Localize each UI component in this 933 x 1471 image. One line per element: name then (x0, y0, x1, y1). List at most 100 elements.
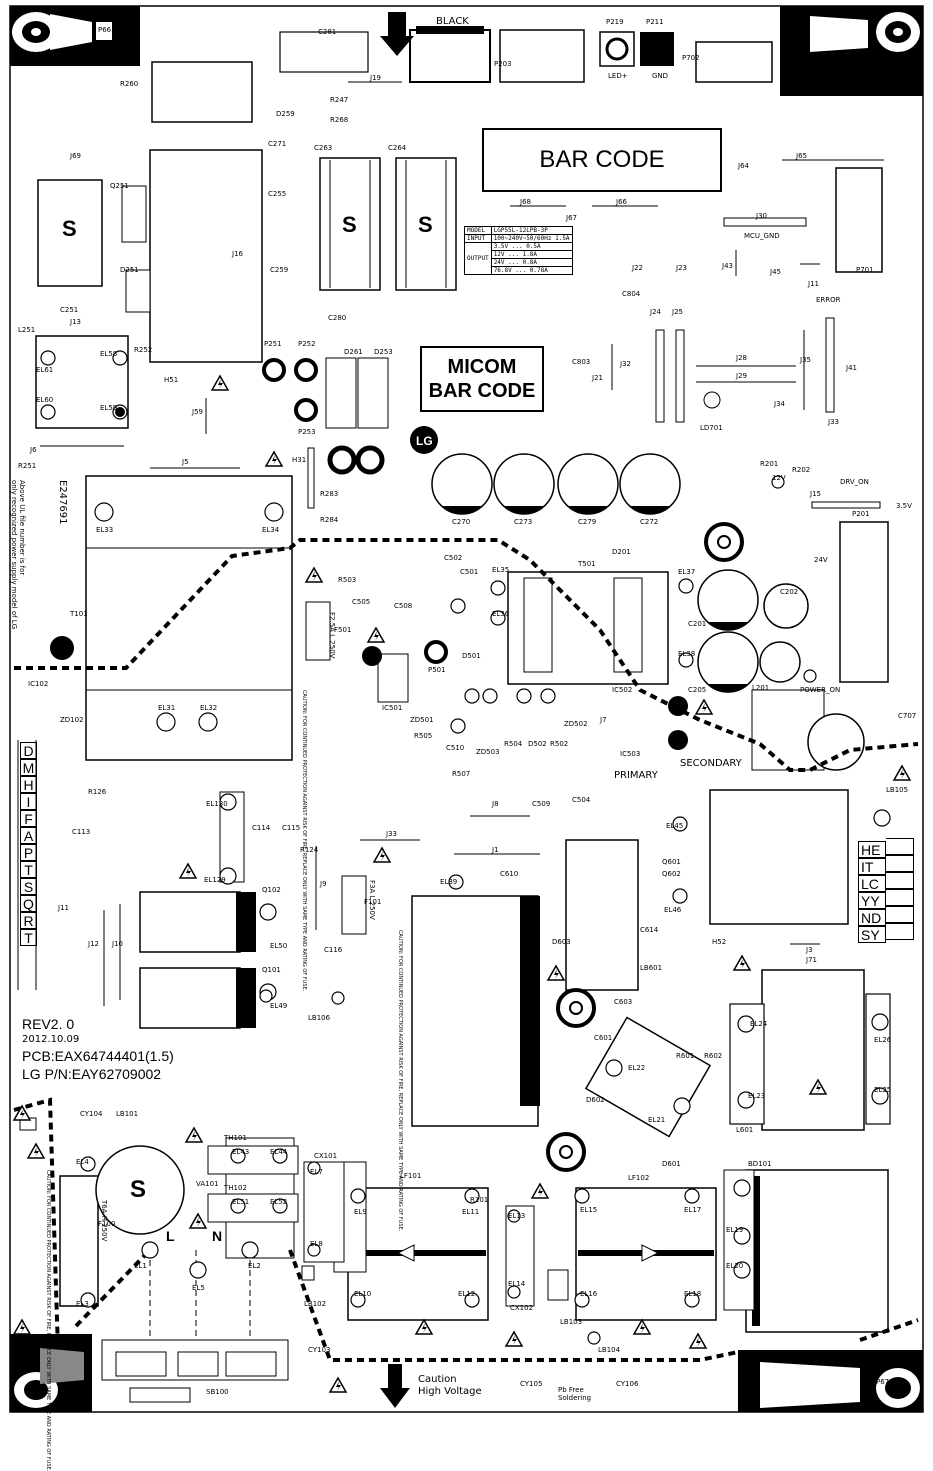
v35-label: 3.5V (896, 502, 912, 510)
refdes-label: EL11 (462, 1208, 480, 1216)
refdes-label: D602 (586, 1096, 605, 1104)
refdes-label: F501 (334, 626, 352, 634)
refdes-label: EL35 (492, 566, 510, 574)
refdes-label: R101 (470, 1196, 489, 1204)
refdes-label: J45 (770, 268, 781, 276)
refdes-label: TH102 (224, 1184, 247, 1192)
refdes-label: EL17 (684, 1206, 702, 1214)
refdes-label: P203 (494, 60, 512, 68)
country-code: LC (858, 875, 886, 892)
refdes-label: R247 (330, 96, 349, 104)
refdes-label: J11 (808, 280, 819, 288)
refdes-label: CX102 (510, 1304, 534, 1312)
refdes-label: EL1 (134, 1262, 147, 1270)
micom-barcode-label: BAR CODE (428, 380, 536, 402)
refdes-label: R505 (414, 732, 433, 740)
refdes-label: EL43 (232, 1148, 250, 1156)
refdes-label: D501 (462, 652, 481, 660)
refdes-label: EL33 (96, 526, 114, 534)
corner-pad-top-left (10, 6, 140, 66)
v12-label: 12V (772, 474, 786, 482)
refdes-label: C264 (388, 144, 407, 152)
refdes-label: C259 (270, 266, 289, 274)
refdes-label: J16 (232, 250, 243, 258)
refdes-label: EL52 (270, 1198, 288, 1206)
country-code: F (20, 810, 37, 827)
refdes-label: EL3 (76, 1300, 89, 1308)
refdes-label: ZD501 (410, 716, 434, 724)
refdes-label: J15 (810, 490, 821, 498)
refdes-label: C281 (318, 28, 337, 36)
refdes-label: D251 (120, 266, 139, 274)
secondary-label: SECONDARY (680, 758, 742, 769)
refdes-label: J67 (566, 214, 577, 222)
refdes-label: J1 (492, 846, 499, 854)
barcode-area: BAR CODE (482, 128, 722, 192)
refdes-label: C280 (328, 314, 347, 322)
refdes-label: CY104 (80, 1110, 103, 1118)
refdes-label: EL14 (508, 1280, 526, 1288)
spec-model-label: MODEL (464, 226, 492, 235)
drv-on-label: DRV_ON (840, 478, 869, 486)
refdes-label: EL50 (270, 942, 288, 950)
refdes-label: EL49 (270, 1002, 288, 1010)
refdes-label: J41 (846, 364, 857, 372)
refdes-label: LB106 (308, 1014, 331, 1022)
refdes-label: R268 (330, 116, 349, 124)
spec-output-label: OUTPUT (464, 242, 492, 275)
refdes-label: C614 (640, 926, 659, 934)
refdes-label: EL39 (440, 878, 458, 886)
refdes-label: R601 (676, 1052, 695, 1060)
n-terminal-label: N (212, 1228, 223, 1244)
country-code-row: IT (858, 855, 916, 875)
refdes-label: EL37 (678, 568, 696, 576)
refdes-label: R284 (320, 516, 339, 524)
refdes-label: C804 (622, 290, 641, 298)
country-code-row: YY (858, 889, 916, 909)
refdes-label: EL23 (748, 1092, 766, 1100)
s-mark-4: S (130, 1176, 147, 1203)
micom-label: MICOM (447, 356, 517, 378)
refdes-label: J30 (756, 212, 767, 220)
refdes-label: J59 (192, 408, 203, 416)
refdes-label: J28 (736, 354, 747, 362)
caution-note-1: CAUTION: FOR CONTINUED PROTECTION AGAINS… (301, 690, 307, 992)
refdes-label: Q102 (262, 886, 281, 894)
country-code: S (20, 878, 37, 895)
refdes-label: D253 (374, 348, 393, 356)
refdes-label: EL20 (726, 1262, 744, 1270)
refdes-label: J34 (774, 400, 785, 408)
refdes-label: EL12 (458, 1290, 476, 1298)
board-version: REV2. 0 (22, 1016, 75, 1032)
refdes-label: EL44 (270, 1148, 288, 1156)
refdes-label: P64 (26, 1336, 40, 1344)
refdes-label: C201 (688, 620, 707, 628)
refdes-label: J69 (70, 152, 81, 160)
refdes-label: EL130 (206, 800, 228, 808)
refdes-label: Q101 (262, 966, 281, 974)
refdes-label: EL129 (204, 876, 226, 884)
refdes-label: J10 (112, 940, 123, 948)
refdes-label: EL5 (192, 1284, 205, 1292)
refdes-label: EL59 (100, 404, 118, 412)
spec-output-1: 3.5V ... 0.5A (490, 242, 573, 251)
refdes-label: R124 (300, 846, 319, 854)
refdes-label: EL38 (678, 650, 696, 658)
refdes-label: C803 (572, 358, 591, 366)
refdes-label: C272 (640, 518, 659, 526)
s-mark-2: S (342, 212, 357, 237)
refdes-label: C610 (500, 870, 519, 878)
refdes-label: EL36 (492, 610, 510, 618)
refdes-label: J68 (520, 198, 531, 206)
refdes-label: J19 (370, 74, 381, 82)
country-code: ND (858, 909, 886, 926)
refdes-label: EL22 (628, 1064, 646, 1072)
pcb-silkscreen: LG (9, 5, 924, 1413)
country-code: R (20, 912, 37, 929)
refdes-label: EL7 (310, 1168, 323, 1176)
refdes-label: R503 (338, 576, 357, 584)
refdes-label: IC102 (28, 680, 49, 688)
country-code: SY (858, 926, 886, 943)
refdes-label: J5 (182, 458, 189, 466)
